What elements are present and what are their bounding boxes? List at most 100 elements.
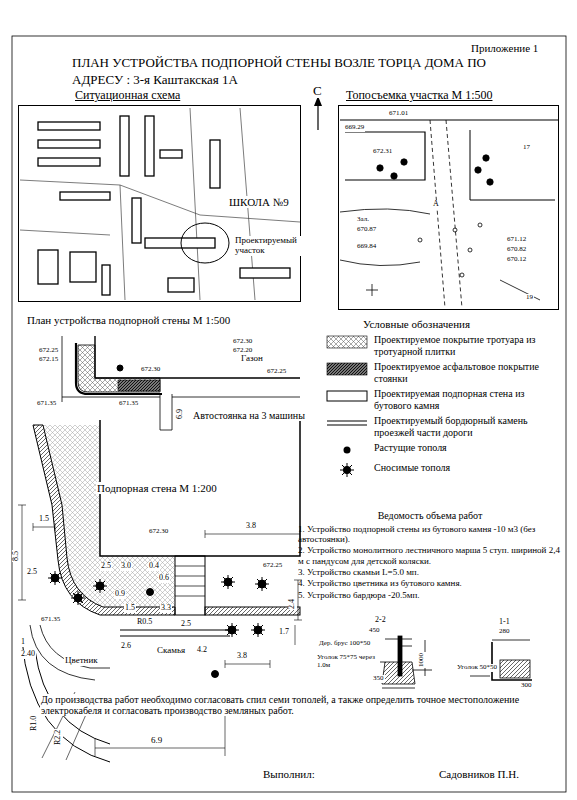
dimension-label: 3.3 [160, 604, 172, 613]
dimension-label: 1.5 [124, 604, 136, 613]
dimension-label: 3.0 [120, 562, 132, 571]
text-label: 6.9 [150, 736, 163, 746]
text-label: Выполнил: [262, 768, 316, 780]
dimension-label: R1.0 [30, 715, 39, 732]
legend-text: Проектируемое покрытие тротуара из троту… [374, 334, 564, 357]
legend-row: Проектируемое покрытие тротуара из троту… [326, 334, 564, 357]
legend-text: Сносимые тополя [374, 462, 450, 474]
legend-row: Растущие тополя [326, 442, 564, 458]
dimension-label: 17 [522, 144, 531, 152]
panel-heading: Ситуационная схема [18, 88, 301, 105]
dimension-label: 672.30 [232, 338, 253, 346]
dimension-label: Уголок 50*50 [456, 664, 498, 672]
map-panel: Топосъемка участка М 1:500 [338, 88, 559, 310]
work-item: Ведомость объема работ [298, 510, 562, 522]
dimension-label: 0.6 [158, 574, 170, 583]
dimension-label: 6.9 [176, 408, 185, 420]
dimension-label: 669.84 [356, 243, 377, 251]
work-item: 1. Устройство подпорной стены из бутовог… [298, 524, 562, 545]
dimension-label: 672.25 [266, 368, 287, 376]
dimension-label: R2.2 [54, 729, 63, 746]
dimension-label: 4.2 [196, 646, 208, 655]
dimension-label: 2.4 [288, 598, 297, 610]
text-label: План устройства подпорной стены М 1:500 [26, 314, 231, 326]
text-label: Газон [240, 354, 264, 364]
dimension-label: A [432, 200, 440, 209]
dimension-label: 672.30 [148, 528, 169, 536]
dimension-label: 280 [498, 628, 511, 636]
legend-text: Проектируемое асфальтовое покрытие стоян… [374, 361, 564, 384]
dimension-label: R0.5 [136, 618, 153, 627]
topo-survey [340, 120, 558, 308]
section-1-1 [470, 640, 532, 680]
work-item: 4. Устройство цветника из бутового камня… [298, 578, 562, 588]
text-label: Скамья [156, 646, 186, 656]
dimension-label: 670.87 [356, 226, 377, 234]
text-label: ШКОЛА №9 [228, 196, 290, 208]
north-arrow [314, 96, 322, 130]
text-label: Автостоянка на 3 машины [192, 410, 306, 421]
dimension-label: 2.5 [100, 562, 112, 571]
dimension-label: 1.7 [278, 628, 290, 637]
dimension-label: 300 [520, 682, 533, 690]
dimension-label: 1 [20, 638, 26, 647]
text-label: Цветник [64, 656, 99, 666]
dimension-label: 669.29 [344, 124, 365, 132]
dimension-label: 2.40 [20, 650, 36, 659]
work-item: 2. Устройство монолитного лестничного ма… [298, 545, 562, 566]
legend-row: Проектируемая подпорная стена из бутовог… [326, 388, 564, 411]
dimension-label: 0.9 [114, 590, 126, 599]
legend-swatch [326, 388, 368, 404]
dimension-label: Уголок 75*75 через 1.0м [316, 654, 380, 669]
text-label: До производства работ необходимо согласо… [40, 694, 552, 716]
dimension-label: 671.12 [506, 236, 527, 244]
text-label: Садовников П.Н. [438, 768, 520, 780]
drawing-title: ПЛАН УСТРОЙСТВА ПОДПОРНОЙ СТЕНЫ ВОЗЛЕ ТО… [72, 55, 512, 89]
dimension-label: 2.5 [180, 620, 192, 629]
dimension-label: 1.5 [38, 515, 50, 524]
legend: Проектируемое покрытие тротуара из троту… [326, 334, 564, 482]
dimension-label: 671.35 [36, 400, 57, 408]
text-label: Подпорная стена М 1:200 [96, 482, 218, 494]
panel-heading: Топосъемка участка М 1:500 [338, 88, 559, 105]
text-label: Проектируемый участок [234, 236, 306, 256]
legend-row: Сносимые тополя [326, 462, 564, 478]
dimension-label: 671.01 [388, 110, 409, 118]
dimension-label: 2.6 [120, 642, 132, 651]
text-label: Приложение 1 [470, 42, 539, 54]
work-list: Ведомость объема работ 1. Устройство подп… [298, 510, 562, 601]
dimension-label: Дер. брус 100*50 [318, 640, 371, 648]
dimension-label: 3ал. [356, 216, 370, 224]
legend-row: Проектируемое асфальтовое покрытие стоян… [326, 361, 564, 384]
dimension-label: 2-2 [374, 616, 387, 625]
legend-swatch [326, 415, 368, 431]
legend-swatch [326, 361, 368, 377]
legend-swatch [326, 442, 368, 458]
work-item: 5. Устройство бардюра -20.5мп. [298, 590, 562, 600]
dimension-label: 670.82 [506, 246, 527, 254]
dimension-label: 672.25 [38, 347, 59, 355]
dimension-label: 8.5 [12, 550, 21, 562]
dimension-label: 450 [368, 627, 381, 635]
dimension-label: 1-1 [498, 618, 511, 627]
text-label: С [312, 84, 323, 98]
panel-frame [338, 105, 559, 310]
legend-text: Проектируемый бордюрный камень проезжей … [374, 415, 564, 438]
dimension-label: 671.35 [40, 616, 61, 624]
dimension-label: 672.31 [372, 148, 393, 156]
legend-swatch [326, 462, 368, 478]
dimension-label: 672.25 [262, 562, 283, 570]
dimension-label: 672.15 [38, 356, 59, 364]
dimension-label: 671.35 [118, 400, 139, 408]
dimension-label: 350 [372, 675, 385, 683]
dimension-label: 19 [525, 294, 534, 302]
text-label: Условные обозначения [362, 318, 471, 330]
dimension-label: 3.8 [236, 652, 248, 661]
legend-swatch [326, 334, 368, 350]
dimension-label: 3.8 [245, 522, 257, 531]
dimension-label: 1000 [418, 652, 426, 668]
legend-row: Проектируемый бордюрный камень проезжей … [326, 415, 564, 438]
work-item: 3. Устройство скамьи L=5.0 мп. [298, 567, 562, 577]
legend-text: Растущие тополя [374, 442, 447, 454]
